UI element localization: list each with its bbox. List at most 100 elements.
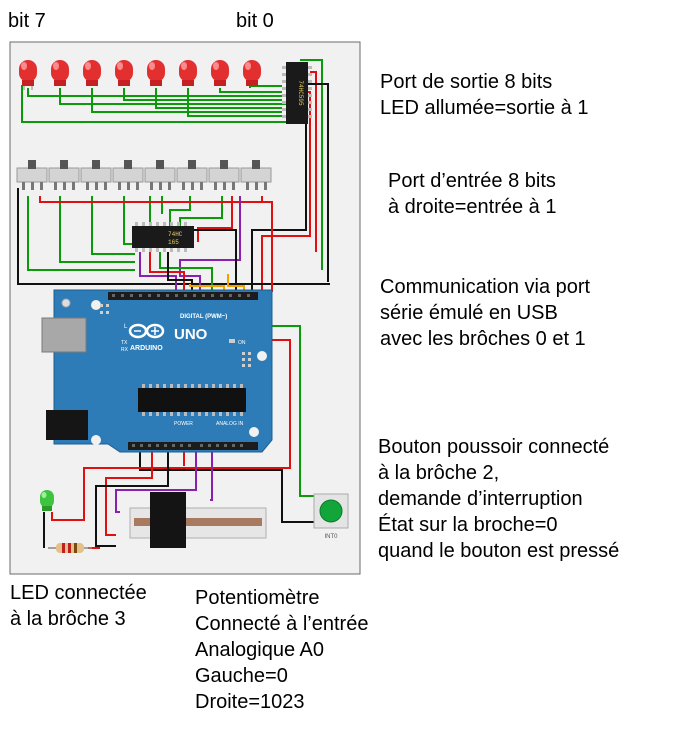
annotation-line: Port de sortie 8 bits xyxy=(380,71,553,93)
annotation-line: Bouton poussoir connecté xyxy=(378,436,610,458)
led-bit1 xyxy=(211,60,229,86)
arduino-logo-icon xyxy=(128,323,165,339)
switch-5 xyxy=(80,160,112,190)
shift-register-595: 74HC595 xyxy=(282,62,312,124)
power-analog-header xyxy=(128,442,258,450)
switch-wire xyxy=(123,196,135,245)
led-bit6 xyxy=(51,60,69,86)
resistor xyxy=(48,543,92,553)
annotation-line: LED allumée=sortie à 1 xyxy=(380,97,589,119)
pot-wire xyxy=(115,450,197,513)
shift-register-165: 74HC 165 xyxy=(132,222,194,252)
tx-label: TX xyxy=(121,340,128,346)
chip-wire xyxy=(308,83,329,282)
rx-label: RX xyxy=(121,347,129,353)
annotation-line: Port d’entrée 8 bits xyxy=(388,170,556,192)
pot-wire xyxy=(105,450,153,536)
potentiometer-knob xyxy=(150,492,186,548)
usb-port xyxy=(41,317,87,353)
led-wire xyxy=(27,88,290,97)
switch-wire xyxy=(91,196,135,255)
microcontroller-chip xyxy=(138,388,246,412)
chip-wire xyxy=(310,71,317,252)
annotation-line: Analogique A0 xyxy=(195,639,325,661)
on-label: ON xyxy=(238,340,246,346)
led-wire xyxy=(219,88,282,93)
annotation-line: quand le bouton est pressé xyxy=(378,540,620,562)
arduino-uno-board: DIGITAL (PWM~) ARDUINO UNO L TX RX ON xyxy=(41,289,273,453)
switch-6 xyxy=(48,160,80,190)
chip-wire xyxy=(227,274,245,292)
reset-button xyxy=(61,298,71,308)
annotation-line: à droite=entrée à 1 xyxy=(388,196,557,218)
annotation-line: Droite=1023 xyxy=(195,691,305,713)
led-pin3 xyxy=(40,490,54,511)
chip-wire xyxy=(190,229,237,292)
switch-wire xyxy=(17,188,330,285)
led-wire xyxy=(155,88,282,109)
switch-wire xyxy=(27,196,135,271)
led-wire xyxy=(187,88,282,117)
slide-potentiometer xyxy=(129,492,267,548)
power-jack xyxy=(46,410,88,440)
board-model-text: UNO xyxy=(174,326,208,343)
analog-label: ANALOG IN xyxy=(216,421,244,427)
annotation-line: Gauche=0 xyxy=(195,665,288,687)
led-bit3 xyxy=(147,60,165,86)
annotation-line: Potentiomètre xyxy=(195,587,320,609)
annotation-line: LED connectée xyxy=(10,582,147,604)
button-annotation: Bouton poussoir connecté à la brôche 2, … xyxy=(378,434,619,564)
led-bit5 xyxy=(83,60,101,86)
button-caption: INT0 xyxy=(324,534,338,540)
switch-wire xyxy=(262,201,273,292)
digital-label: DIGITAL (PWM~) xyxy=(180,314,227,320)
input-switches xyxy=(16,160,272,190)
pot-wire xyxy=(95,450,169,547)
pot-wire xyxy=(210,450,213,501)
annotation-line: Communication via port xyxy=(380,276,591,298)
switch-wire xyxy=(197,196,233,242)
switch-2 xyxy=(176,160,208,190)
annotation-line: série émulé en USB xyxy=(380,302,558,324)
chip-595-label: 74HC595 xyxy=(297,80,304,106)
switch-4 xyxy=(112,160,144,190)
led-annotation: LED connectée à la brôche 3 xyxy=(10,580,147,632)
push-button: INT0 xyxy=(313,493,349,540)
chip-wire xyxy=(261,91,311,292)
chip-165-label-bottom: 165 xyxy=(168,239,179,246)
chip-165-label-top: 74HC xyxy=(168,231,183,238)
led-wire xyxy=(91,88,282,113)
output-leds xyxy=(19,60,261,90)
switch-0 xyxy=(240,160,272,190)
annotation-line: à la brôche 2, xyxy=(378,462,500,484)
annotation-line: demande d’interruption xyxy=(378,488,583,510)
input-port-annotation: Port d’entrée 8 bits à droite=entrée à 1 xyxy=(388,168,556,220)
chip-wire xyxy=(300,59,323,270)
led-wire xyxy=(123,88,282,101)
led-wire xyxy=(59,88,290,105)
led-bit7 xyxy=(19,60,37,90)
led-bit4 xyxy=(115,60,133,86)
switch-wire xyxy=(59,196,135,263)
annotation-line: Connecté à l’entrée xyxy=(195,613,369,635)
potentiometer-annotation: Potentiomètre Connecté à l’entrée Analog… xyxy=(195,585,368,715)
switch-1 xyxy=(208,160,240,190)
led-bit0 xyxy=(243,60,261,86)
switch-7 xyxy=(16,160,48,190)
output-port-annotation: Port de sortie 8 bits LED allumée=sortie… xyxy=(380,69,588,121)
serial-annotation: Communication via port série émulé en US… xyxy=(380,274,590,352)
annotation-line: État sur la broche=0 xyxy=(378,514,558,536)
chip-wire xyxy=(189,284,225,292)
chip-wire xyxy=(139,252,177,292)
l-label: L xyxy=(124,324,128,330)
led-bit2 xyxy=(179,60,197,86)
bit0-label: bit 0 xyxy=(236,10,274,32)
board-logo-text: ARDUINO xyxy=(130,345,163,352)
button-cap xyxy=(319,499,343,523)
annotation-line: avec les brôches 0 et 1 xyxy=(380,328,586,350)
switch-wire xyxy=(39,196,263,203)
switch-3 xyxy=(144,160,176,190)
bit7-label: bit 7 xyxy=(8,10,46,32)
power-label: POWER xyxy=(174,421,193,427)
